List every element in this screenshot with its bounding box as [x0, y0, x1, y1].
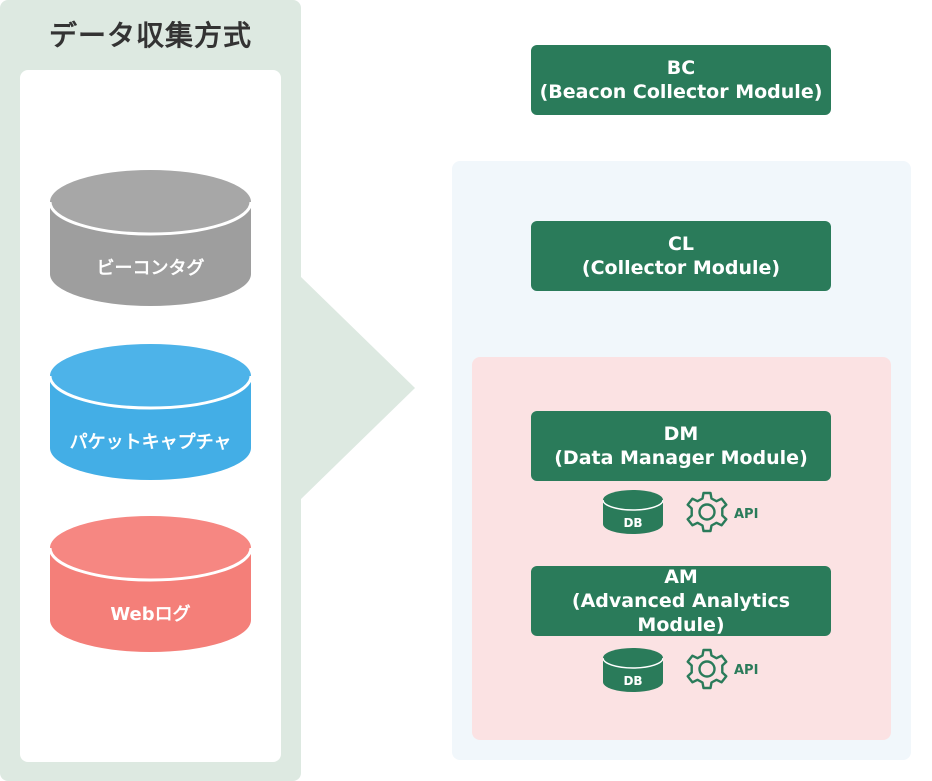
- bc-module-name: (Beacon Collector Module): [539, 81, 823, 103]
- web-log-cylinder-top: [50, 516, 251, 580]
- dm-api-gear-icon: [686, 491, 728, 533]
- dm-database-icon: [603, 490, 663, 534]
- packet-capture-cylinder-top: [50, 344, 251, 408]
- packet-capture-cylinder-icon: [50, 344, 251, 480]
- dm-api-label: API: [734, 507, 759, 522]
- am-module-abbr: AM: [664, 566, 698, 588]
- beacon-tag-cylinder-icon: [50, 170, 251, 306]
- cl-module: CL (Collector Module): [531, 221, 831, 291]
- am-module-name: (Advanced Analytics Module): [571, 590, 791, 636]
- bc-module: BC (Beacon Collector Module): [531, 45, 831, 115]
- cl-module-abbr: CL: [667, 233, 695, 255]
- am-api-label: API: [734, 663, 759, 678]
- dm-module-name: (Data Manager Module): [554, 447, 808, 469]
- beacon-tag-cylinder-top: [50, 170, 251, 234]
- am-database-label: DB: [623, 674, 643, 688]
- beacon-tag-label: ビーコンタグ: [96, 258, 205, 279]
- am-module: AM (Advanced Analytics Module): [531, 566, 831, 636]
- flow-arrow-icon: [300, 276, 415, 500]
- web-log-label: Webログ: [110, 604, 191, 625]
- am-database-icon: [603, 648, 663, 692]
- dm-database-label: DB: [623, 516, 643, 530]
- dm-module: DM (Data Manager Module): [531, 411, 831, 481]
- bc-module-abbr: BC: [666, 57, 696, 79]
- dm-module-abbr: DM: [663, 423, 699, 445]
- am-api-gear-icon: [686, 648, 728, 690]
- packet-capture-label: パケットキャプチャ: [69, 432, 232, 453]
- web-log-cylinder-icon: [50, 516, 251, 652]
- cl-module-name: (Collector Module): [581, 257, 781, 279]
- data-collection-title: データ収集方式: [48, 19, 252, 52]
